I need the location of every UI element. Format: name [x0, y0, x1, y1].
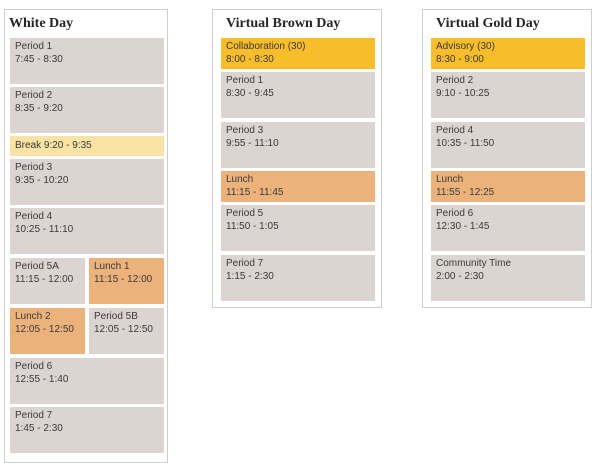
- white-day-period-4: Period 4 10:25 - 11:10: [10, 208, 164, 254]
- white-day-period-2: Period 2 8:35 - 9:20: [10, 87, 164, 133]
- gold-day-community-time: Community Time 2:00 - 2:30: [431, 255, 585, 301]
- white-day-period-5b: Period 5B 12:05 - 12:50: [89, 308, 164, 354]
- brown-day-period-1: Period 1 8:30 - 9:45: [221, 72, 375, 118]
- white-day-period-7: Period 7 1:45 - 2:30: [10, 407, 164, 453]
- virtual-brown-day-title: Virtual Brown Day: [226, 16, 341, 31]
- gold-day-advisory: Advisory (30) 8:30 - 9:00: [431, 38, 585, 69]
- brown-day-period-7: Period 7 1:15 - 2:30: [221, 255, 375, 301]
- white-day-panel: White Day Period 1 7:45 - 8:30 Period 2 …: [4, 9, 168, 463]
- brown-day-collaboration: Collaboration (30) 8:00 - 8:30: [221, 38, 375, 69]
- brown-day-period-5: Period 5 11:50 - 1:05: [221, 205, 375, 251]
- white-day-lunch-2: Lunch 2 12:05 - 12:50: [10, 308, 85, 354]
- white-day-title: White Day: [9, 16, 74, 31]
- white-day-period-6: Period 6 12:55 - 1:40: [10, 358, 164, 404]
- white-day-lunch-1: Lunch 1 11:15 - 12:00: [89, 258, 164, 304]
- white-day-period-1: Period 1 7:45 - 8:30: [10, 38, 164, 84]
- gold-day-lunch: Lunch 11:55 - 12:25: [431, 171, 585, 202]
- white-day-break: Break 9:20 - 9:35: [10, 136, 164, 156]
- gold-day-period-4: Period 4 10:35 - 11:50: [431, 122, 585, 168]
- brown-day-period-3: Period 3 9:55 - 11:10: [221, 122, 375, 168]
- virtual-brown-day-panel: Virtual Brown Day Collaboration (30) 8:0…: [212, 9, 382, 308]
- brown-day-lunch: Lunch 11:15 - 11:45: [221, 171, 375, 202]
- white-day-period-3: Period 3 9:35 - 10:20: [10, 159, 164, 205]
- white-day-period-5a: Period 5A 11:15 - 12:00: [10, 258, 85, 304]
- gold-day-period-2: Period 2 9:10 - 10:25: [431, 72, 585, 118]
- virtual-gold-day-panel: Virtual Gold Day Advisory (30) 8:30 - 9:…: [422, 9, 592, 308]
- gold-day-period-6: Period 6 12:30 - 1:45: [431, 205, 585, 251]
- virtual-gold-day-title: Virtual Gold Day: [436, 16, 540, 31]
